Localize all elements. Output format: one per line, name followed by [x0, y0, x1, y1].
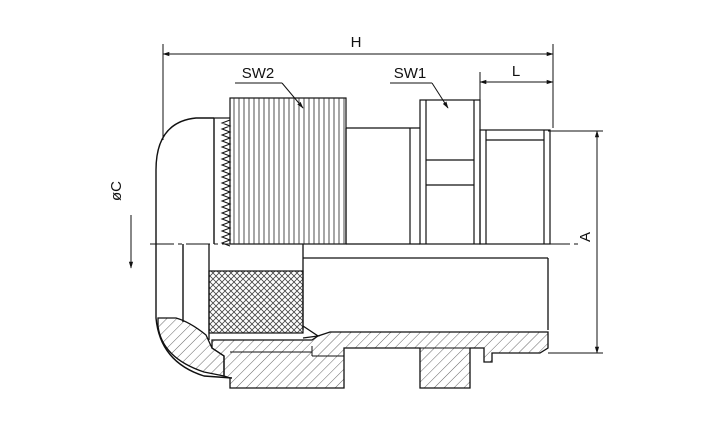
sw2-knurl	[233, 98, 345, 244]
label-h: H	[351, 34, 362, 51]
seal-insert	[208, 270, 304, 334]
sw1-hex	[419, 99, 481, 245]
label-sw2: SW2	[242, 65, 275, 82]
leader-sw2	[235, 82, 304, 109]
body-section-hatch	[211, 331, 549, 389]
dimension-h	[162, 44, 554, 140]
dimension-l	[479, 72, 554, 128]
section-details	[230, 346, 470, 357]
body-upper	[345, 127, 420, 245]
label-l: L	[512, 63, 520, 80]
leader-sw1	[390, 82, 449, 109]
dome-nut	[155, 117, 233, 379]
thread-teeth	[220, 119, 232, 247]
label-c: øC	[108, 181, 125, 201]
label-a: A	[577, 232, 594, 242]
label-sw1: SW1	[394, 65, 427, 82]
thread-upper	[479, 129, 551, 245]
dimension-a	[548, 130, 603, 354]
body-lower-outline	[208, 244, 549, 340]
sw2-thread-profile	[220, 119, 232, 247]
